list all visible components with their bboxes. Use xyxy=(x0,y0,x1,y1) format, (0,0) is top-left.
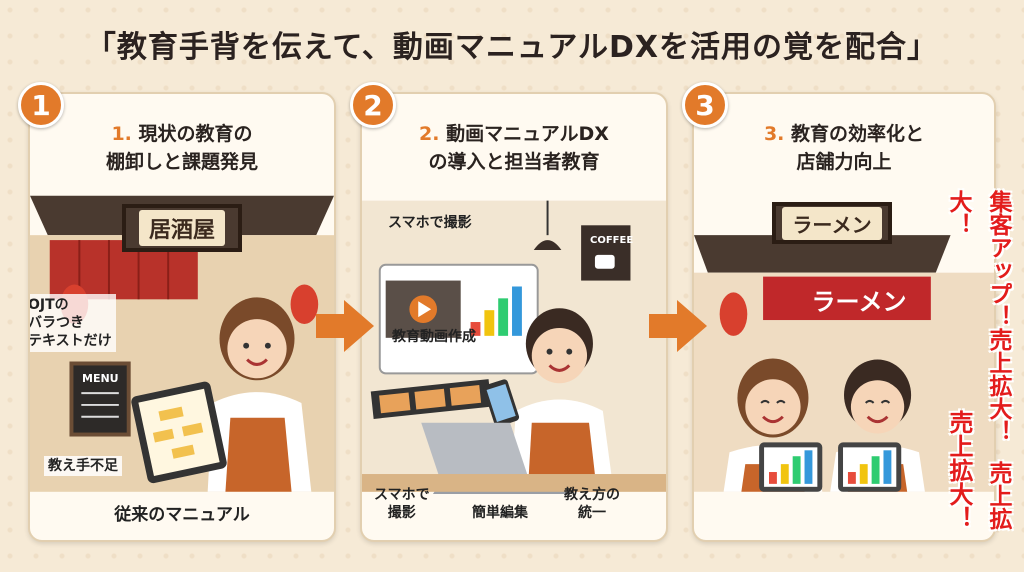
step-3-title-line2: 店舗力向上 xyxy=(796,151,892,173)
step-panel-3: 3. 教育の効率化と 店舗力向上 xyxy=(692,92,996,542)
cafe-illustration xyxy=(362,200,666,494)
izakaya-sign-text: 居酒屋 xyxy=(138,210,225,246)
ramen-sign-text: ラーメン xyxy=(782,206,882,240)
manual-label: 従来のマニュアル xyxy=(114,505,250,525)
ramen-lantern xyxy=(719,292,748,336)
arrow-right-icon xyxy=(649,300,707,352)
coffee-board xyxy=(581,225,631,281)
hype-col-2: 売上拡大！ xyxy=(945,190,1011,531)
step-panel-2: 2. 動画マニュアルDX の導入と担当者教育 xyxy=(360,92,668,542)
ramen-shop-illustration xyxy=(694,235,994,492)
step-badge-1: 1 xyxy=(18,82,64,128)
page-title: 「教育手背を伝えて、動画マニュアルDXを活用の覚を配合」 xyxy=(85,30,939,65)
video-creation-label: 教育動画作成 xyxy=(392,329,476,345)
step-panel-1: 1. 現状の教育の 棚卸しと課題発見 xyxy=(28,92,336,542)
step-2-title-line1: 動画マニュアルDX xyxy=(446,123,609,145)
ojt-label-line2: バラつき xyxy=(28,315,84,331)
woman-face xyxy=(227,319,287,379)
coffee-label: COFFEE xyxy=(590,235,634,246)
hype-col-3: 売上拡大！ xyxy=(945,410,973,530)
pendant-lamp xyxy=(533,240,562,250)
step-badge-2: 2 xyxy=(350,82,396,128)
smartphone-shoot-label: スマホで撮影 xyxy=(388,215,472,231)
shoot-label: スマホで 撮影 xyxy=(374,486,430,522)
unify-label: 教え方の 統一 xyxy=(564,486,620,522)
menu-label: MENU xyxy=(82,372,119,385)
woman3-face xyxy=(745,379,801,435)
ramen-curtain-text: ラーメン xyxy=(811,288,907,316)
step-2-title-line2: の導入と担当者教育 xyxy=(428,151,600,173)
step-1-title: 1. 現状の教育の 棚卸しと課題発見 xyxy=(30,120,334,176)
step-3-number: 3. xyxy=(763,123,785,145)
izakaya-sign: 居酒屋 xyxy=(122,204,242,252)
man-face xyxy=(531,327,588,384)
laptop-screen xyxy=(421,422,530,482)
sales-up-callout: 集客アップ！売上拡大！ 売上拡大！ xyxy=(928,190,1018,550)
ramen-roof xyxy=(694,235,951,273)
counter xyxy=(362,474,666,492)
arrow-right-icon xyxy=(316,300,374,352)
shoot-label-line1: スマホで xyxy=(374,487,430,503)
ojt-label-line1: OJTの xyxy=(28,297,69,313)
menu-board xyxy=(69,361,131,437)
step-badge-3: 3 xyxy=(682,82,728,128)
unify-label-line1: 教え方の xyxy=(564,487,620,503)
woman-apron xyxy=(225,417,292,492)
shortage-label: 教え手不足 xyxy=(44,456,122,476)
man3-face xyxy=(850,380,905,434)
ramen-curtain xyxy=(763,276,931,321)
hype-col-1: 集客アップ！売上拡大！ xyxy=(985,190,1011,443)
lantern-right xyxy=(290,284,319,324)
step-3-title-line1: 教育の効率化と xyxy=(791,123,925,145)
step-2-title: 2. 動画マニュアルDX の導入と担当者教育 xyxy=(362,120,666,176)
step-1-title-line2: 棚卸しと課題発見 xyxy=(105,151,258,173)
step-2-number: 2. xyxy=(419,123,440,145)
step-1-number: 1. xyxy=(111,123,132,145)
ramen-sign: ラーメン xyxy=(772,202,892,244)
ojt-label-line3: テキストだけ xyxy=(28,333,112,349)
step-3-title: 3. 教育の効率化と 店舗力向上 xyxy=(694,120,994,176)
unify-label-line2: 統一 xyxy=(578,505,606,521)
shoot-label-line2: 撮影 xyxy=(387,505,416,521)
step-1-title-line1: 現状の教育の xyxy=(138,123,253,145)
sales-up-callout-bottom: 売上拡大！ xyxy=(942,410,977,530)
ojt-label: OJTの バラつき テキストだけ xyxy=(28,294,116,352)
easy-edit-label: 簡単編集 xyxy=(472,505,528,521)
